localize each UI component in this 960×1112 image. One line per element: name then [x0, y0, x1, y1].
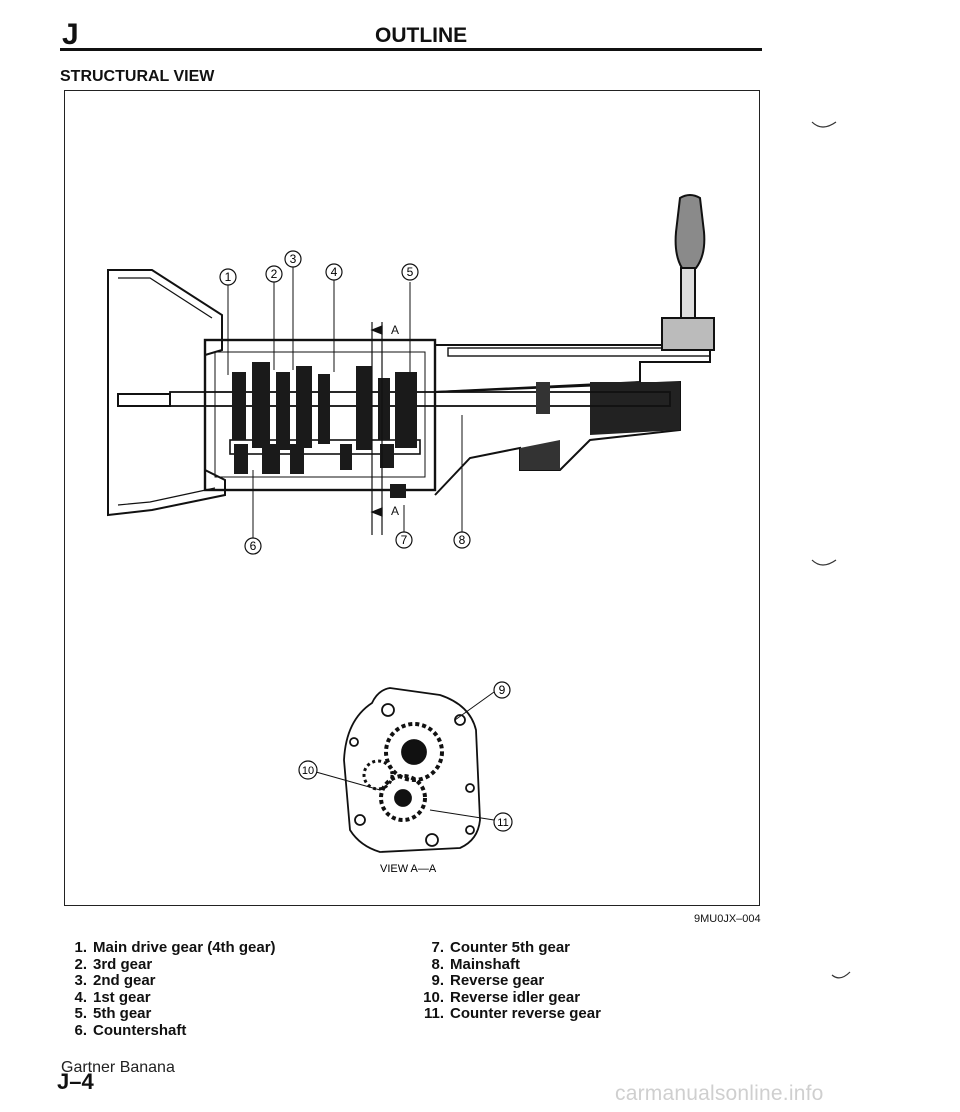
legend-item: 9.Reverse gear: [431, 972, 545, 989]
section-title: STRUCTURAL VIEW: [60, 68, 215, 85]
view-label: VIEW A—A: [380, 863, 437, 875]
page-title: OUTLINE: [375, 24, 468, 47]
svg-text:8: 8: [459, 533, 466, 547]
margin-marks: [811, 121, 851, 979]
legend-item: 11.Counter reverse gear: [423, 1005, 601, 1022]
callout-4: 4: [325, 263, 343, 281]
legend-item: 8.Mainshaft: [431, 955, 521, 973]
legend-item: 3.2nd gear: [74, 972, 156, 989]
section-letter: J: [62, 18, 79, 51]
svg-text:11: 11: [497, 817, 508, 829]
callout-9: 9: [493, 681, 511, 699]
source-watermark: Gartner Banana: [61, 1059, 175, 1076]
shift-lever: [661, 194, 715, 351]
svg-text:5: 5: [407, 265, 414, 279]
callout-8: 8: [453, 531, 471, 549]
svg-text:2: 2: [271, 267, 278, 281]
leader-lines: [227, 267, 495, 821]
legend-item: 2.3rd gear: [74, 955, 153, 973]
callout-3: 3: [284, 250, 302, 268]
page-number: J–4: [57, 1069, 94, 1094]
section-cut-line: A A: [370, 322, 399, 535]
site-watermark: carmanualsonline.info: [615, 1082, 824, 1105]
callout-10: 10: [298, 760, 318, 780]
legend-item: 5.5th gear: [74, 1005, 152, 1022]
callout-6: 6: [244, 537, 262, 555]
svg-text:6: 6: [250, 539, 257, 553]
legend-item: 10.Reverse idler gear: [423, 988, 581, 1006]
callout-7: 7: [395, 531, 413, 549]
svg-text:4: 4: [331, 265, 338, 279]
svg-text:3: 3: [290, 252, 297, 266]
gear-packs: [232, 362, 417, 498]
section-view-a-a: [343, 687, 481, 853]
legend-item: 6.Countershaft: [74, 1021, 187, 1039]
callout-1: 1: [219, 268, 237, 286]
svg-text:7: 7: [401, 533, 408, 547]
callout-11: 11: [493, 812, 513, 832]
section-marker-top: A: [391, 323, 399, 337]
callout-5: 5: [401, 263, 419, 281]
figure-code: 9MU0JX–004: [694, 913, 761, 925]
legend-item: 1.Main drive gear (4th gear): [74, 939, 276, 956]
legend-item: 4.1st gear: [74, 988, 151, 1006]
figure-frame: [64, 90, 760, 906]
section-marker-bottom: A: [391, 504, 399, 518]
legend-item: 7.Counter 5th gear: [431, 939, 571, 956]
callout-markers: 1 2 3 4 5 6 7 8 9 10 11: [219, 250, 513, 832]
svg-text:1: 1: [225, 270, 232, 284]
svg-text:10: 10: [302, 765, 314, 777]
header-rule: [60, 48, 762, 51]
parts-legend-left: 1.Main drive gear (4th gear) 2.3rd gear …: [60, 939, 276, 1039]
svg-text:9: 9: [499, 683, 506, 697]
parts-legend-right: 7.Counter 5th gear 8.Mainshaft 9.Reverse…: [410, 939, 601, 1023]
callout-2: 2: [265, 265, 283, 283]
